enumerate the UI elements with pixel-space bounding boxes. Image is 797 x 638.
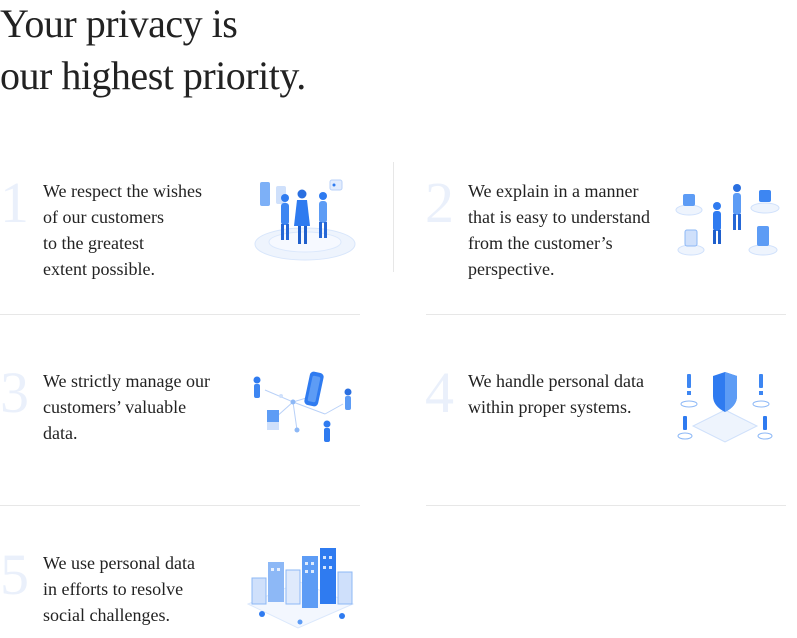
principle-item-5: 5 We use personal data in efforts to res… — [0, 542, 370, 638]
principle-line: within proper systems. — [468, 397, 632, 417]
principle-line: perspective. — [468, 259, 555, 279]
principle-line: We handle personal data — [468, 371, 644, 391]
principle-line: We respect the wishes — [43, 181, 202, 201]
principle-line: extent possible. — [43, 259, 155, 279]
title-line-2: our highest priority. — [0, 53, 306, 98]
principle-text: We respect the wishes of our customers t… — [43, 178, 202, 282]
principle-number: 2 — [425, 170, 454, 235]
city-buildings-illustration — [246, 548, 355, 629]
principle-line: to the greatest — [43, 233, 144, 253]
principle-number: 3 — [0, 360, 29, 425]
principle-item-1: 1 We respect the wishes of our customers… — [0, 170, 370, 320]
title-line-1: Your privacy is — [0, 1, 238, 46]
principle-item-4: 4 We handle personal data within proper … — [425, 360, 797, 510]
principle-line: in efforts to resolve — [43, 579, 184, 599]
row-divider-right-1 — [426, 314, 786, 315]
principle-line: that is easy to understand — [468, 207, 650, 227]
page-title: Your privacy is our highest priority. — [0, 0, 306, 102]
principle-line: social challenges. — [43, 605, 170, 625]
row-divider-left-1 — [0, 314, 360, 315]
shield-system-illustration — [677, 372, 773, 443]
column-divider — [393, 162, 394, 272]
principle-line: customers’ valuable — [43, 397, 187, 417]
row-divider-right-2 — [426, 505, 786, 506]
principle-text: We explain in a manner that is easy to u… — [468, 178, 650, 282]
principle-line: We use personal data — [43, 553, 195, 573]
principle-line: data. — [43, 423, 78, 443]
principle-number: 4 — [425, 360, 454, 425]
data-network-illustration — [253, 371, 352, 442]
principle-number: 1 — [0, 170, 29, 235]
principle-line: We strictly manage our — [43, 371, 210, 391]
people-on-platform-illustration — [254, 179, 356, 261]
principle-line: of our customers — [43, 207, 164, 227]
principle-line: We explain in a manner — [468, 181, 639, 201]
principle-item-3: 3 We strictly manage our customers’ valu… — [0, 360, 370, 510]
principle-line: from the customer’s — [468, 233, 613, 253]
principle-text: We use personal data in efforts to resol… — [43, 550, 195, 628]
row-divider-left-2 — [0, 505, 360, 506]
principle-text: We handle personal data within proper sy… — [468, 368, 644, 420]
principle-item-2: 2 We explain in a manner that is easy to… — [425, 170, 797, 320]
customer-service-illustration — [675, 184, 780, 256]
principle-text: We strictly manage our customers’ valuab… — [43, 368, 210, 446]
principle-number: 5 — [0, 542, 29, 607]
